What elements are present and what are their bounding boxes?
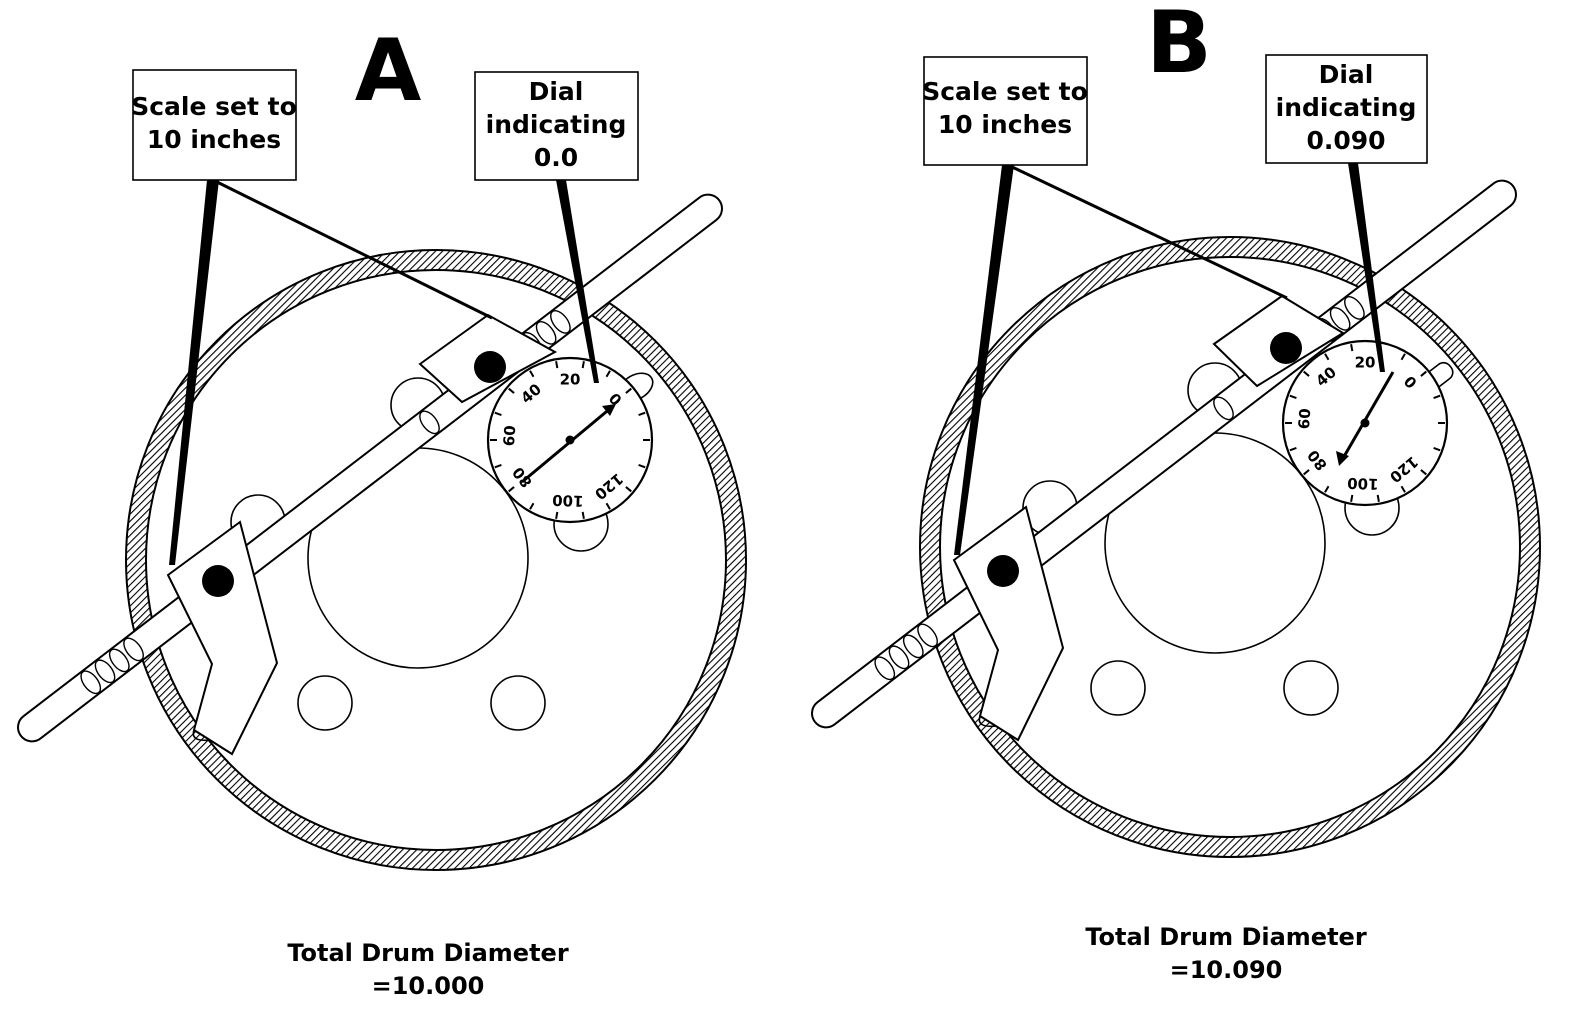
dial-needle-arrow [1336,451,1349,466]
lug-hole [1090,660,1146,716]
dial-tick-label: 60 [500,425,519,447]
thumb-screw [474,351,506,383]
caption-value: =10.000 [372,972,485,1000]
scale-callout-box [923,56,1088,166]
dial-callout-line: 0.0 [534,143,578,172]
dial-tick [1420,370,1427,377]
dial-tick [605,502,611,510]
scale-callout-leader [212,178,493,320]
dial-callout-box [474,71,639,181]
jaw-tip [978,715,997,728]
dial-tick-label: 100 [552,491,584,510]
caliper-jaw-fixed [166,520,279,756]
dial-tick [605,370,611,378]
dial-callout-box [1265,54,1428,164]
dial-tick-label: 20 [560,371,581,389]
scale-callout-leader [1007,163,1288,300]
dial-needle [1340,371,1395,461]
dial-tick-label: 60 [1295,408,1314,430]
dial-tick [1303,370,1310,377]
caliper-jaw-fixed [952,505,1065,742]
dial-tick [1350,344,1354,352]
dial-callout-leader [556,180,599,383]
panel-letter: B [1146,0,1212,93]
dial-tick [1420,469,1427,476]
dial-tick-marks [490,361,650,519]
scale-callout-line: 10 inches [938,110,1072,139]
dial-tick [638,464,646,469]
dial-tick [625,387,632,394]
dial-tick [1350,494,1354,502]
lug-hole [297,675,353,731]
caption-title: Total Drum Diameter [1085,923,1367,951]
dial-tick [555,361,559,369]
dial-tick [1376,494,1380,502]
scale-callout-line: Scale set to [922,77,1088,106]
dial-tick [494,464,502,469]
dial-callout-line: Dial [1319,60,1374,89]
dial-tick [1433,447,1441,452]
dial-tick [1289,447,1297,452]
lug-hole [1283,660,1339,716]
dial-tick-marks [1285,344,1445,502]
thumb-screw [987,555,1019,587]
caption-value: =10.090 [1170,956,1283,984]
dial-tick-label: 20 [1355,354,1376,372]
dial-tick [494,411,502,416]
dial-tick [1324,353,1330,361]
dial-tick [529,502,535,510]
dial-tick [529,370,535,378]
thumb-screw [1270,332,1302,364]
dial-tick [1289,394,1297,399]
dial-tick [1400,353,1406,361]
panel-letter: A [355,21,422,121]
dial-tick [581,361,585,369]
dial-tick [1303,469,1310,476]
dial-callout-line: indicating [486,110,627,139]
dial-needle-arrow [602,404,616,416]
dial-tick [1433,394,1441,399]
dial-tick [625,486,632,493]
dial-needle [521,405,613,484]
dial-tick [508,486,515,493]
caption-title: Total Drum Diameter [287,939,569,967]
dial-callout-line: indicating [1276,93,1417,122]
dial-tick-label: 100 [1347,474,1379,493]
dial-tick [581,511,585,519]
dial-tick [1324,485,1330,493]
dial-tick [1400,485,1406,493]
dial-tick [638,411,646,416]
dial-callout-line: Dial [529,77,584,106]
dial-pivot [565,435,575,445]
scale-callout-box [132,69,297,181]
thumb-screw [202,565,234,597]
scale-callout-leader [954,165,1014,555]
scale-callout-line: Scale set to [131,92,297,121]
scale-callout-leader [169,180,219,565]
scale-callout-line: 10 inches [147,125,281,154]
dial-pivot [1360,418,1370,428]
lug-hole [490,675,546,731]
dial-tick [508,387,515,394]
jaw-tip [192,729,211,742]
dial-tick [555,511,559,519]
dial-callout-leader [1348,163,1385,372]
dial-callout-line: 0.090 [1306,126,1385,155]
